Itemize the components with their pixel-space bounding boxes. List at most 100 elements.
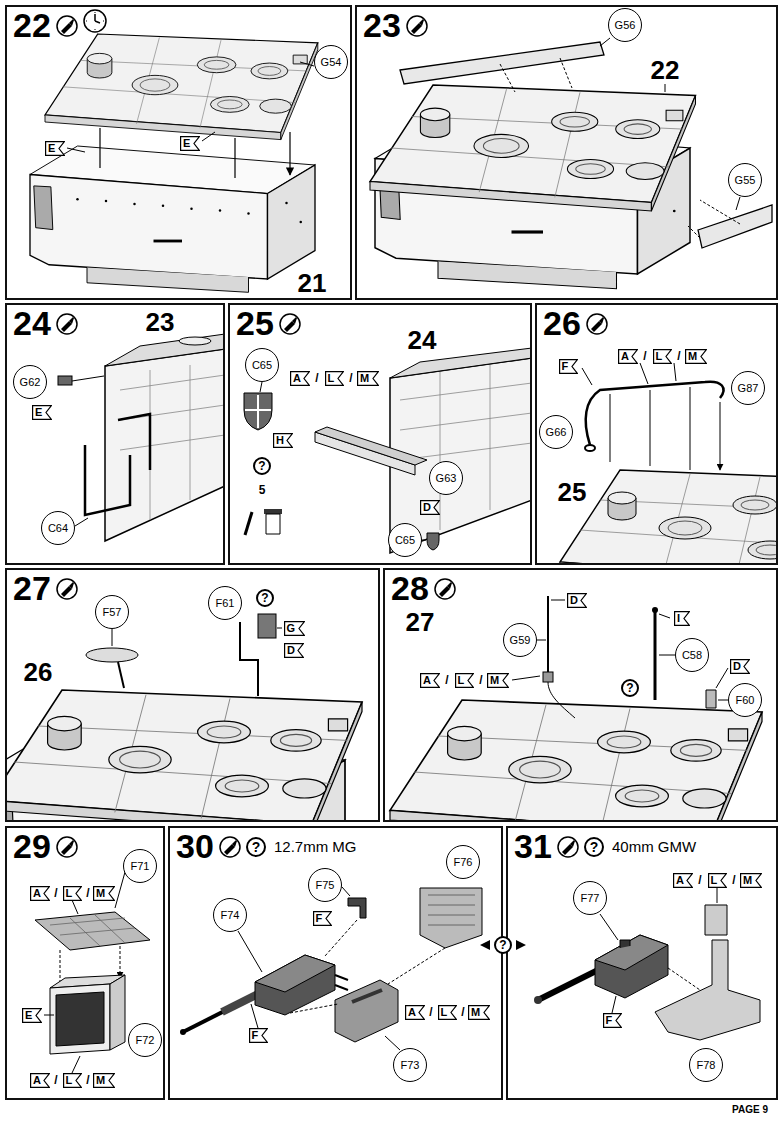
line-art (585, 445, 595, 451)
line-art (180, 1029, 186, 1035)
step-panel: 25C65ALMHG63DC65 (228, 303, 532, 565)
color-flag: M (93, 1073, 115, 1088)
line-art (105, 349, 223, 541)
step-ref-number: 26 (24, 659, 53, 685)
separator: / (315, 372, 318, 384)
color-code: D (284, 643, 304, 658)
color-flag: H (273, 433, 293, 448)
part-number: F57 (103, 607, 122, 618)
panel-24-art (58, 334, 223, 541)
line-art (255, 955, 335, 992)
option-mark: ? (253, 457, 271, 475)
flag-outline (94, 886, 115, 900)
color-code: M (357, 371, 379, 386)
color-flag: E (180, 136, 200, 151)
color-flag: D (567, 593, 587, 608)
part-callout: C65 (245, 348, 279, 382)
color-flag: F (249, 1028, 268, 1043)
color-flag: E (32, 405, 52, 420)
part-number: G63 (436, 473, 457, 484)
step-panel: 31?40mm GMWF77ALMFF78 (506, 826, 778, 1100)
color-flag: M (357, 371, 379, 386)
line-art (95, 14, 100, 23)
color-flag: A (673, 873, 693, 888)
part-callout: C64 (41, 511, 75, 545)
color-flag: A (30, 886, 50, 901)
color-flag: G (284, 621, 305, 636)
color-code: M (93, 886, 115, 901)
line-art (264, 509, 282, 514)
flag-outline (559, 359, 577, 373)
option-mark: ? (256, 589, 274, 607)
line-art (50, 915, 135, 946)
color-code: L (653, 349, 672, 364)
step-panel: 23G56G55 (355, 5, 778, 300)
color-code: A (30, 1073, 50, 1088)
line-art (600, 38, 740, 210)
part-number: C65 (252, 360, 272, 371)
line-art (255, 955, 335, 1015)
color-flag: F (559, 359, 578, 374)
color-code: M (740, 873, 762, 888)
color-code: L (63, 886, 82, 901)
line-art (240, 622, 258, 696)
color-code: A (420, 673, 440, 688)
part-callout: G66 (539, 415, 573, 449)
line-art (435, 579, 455, 599)
line-art (652, 607, 658, 613)
panel-27-art (7, 614, 362, 820)
flag-outline (568, 593, 587, 607)
step-ref-number: 23 (146, 309, 175, 335)
flag-outline (438, 1005, 456, 1019)
part-number: F78 (697, 1060, 716, 1071)
flag-outline (603, 1013, 621, 1027)
part-number: F60 (736, 695, 755, 706)
color-flag: A (420, 673, 440, 688)
step-number: 23 (363, 8, 401, 42)
color-flag: A (290, 371, 310, 386)
part-callout: C58 (675, 638, 709, 672)
flag-outline (653, 349, 671, 363)
color-code: F (313, 911, 332, 926)
part-number: G54 (321, 57, 342, 68)
line-art (35, 912, 150, 950)
color-flag: L (63, 1073, 82, 1088)
separator: / (429, 1006, 432, 1018)
color-flag: M (685, 349, 707, 364)
line-art (538, 968, 602, 1000)
color-code: L (708, 873, 727, 888)
color-flag: D (730, 659, 750, 674)
option-mark: ? (246, 837, 266, 857)
step-ref-number: 27 (406, 609, 435, 635)
paint-count: 5 (259, 484, 266, 496)
panel-25-art (244, 348, 530, 553)
line-art (698, 205, 772, 248)
color-flag: A (405, 1005, 425, 1020)
line-art (595, 935, 668, 970)
color-code: E (45, 141, 65, 156)
line-art (7, 690, 362, 820)
part-callout: F78 (689, 1048, 723, 1082)
color-code: M (685, 349, 707, 364)
part-number: F75 (316, 880, 335, 891)
step-panel: 30?12.7mm MGF75F76F74FFALMF73 (168, 826, 503, 1100)
part-callout: F75 (308, 868, 342, 902)
flag-outline (94, 1073, 115, 1087)
color-flag: L (708, 873, 727, 888)
step-number: 30 (176, 829, 214, 863)
color-code: A (673, 873, 693, 888)
line-art (220, 837, 240, 857)
color-code: A (405, 1005, 425, 1020)
line-art (58, 376, 72, 385)
part-callout: F74 (213, 898, 247, 932)
flag-outline (741, 873, 762, 887)
option-title: 40mm GMW (612, 839, 696, 854)
line-art (427, 533, 439, 550)
step-number: 29 (13, 829, 51, 863)
step-number: 25 (236, 306, 274, 340)
line-art (84, 10, 106, 32)
line-art (57, 314, 77, 334)
step-ref-number: 21 (298, 270, 327, 296)
line-art (67, 62, 314, 152)
flag-outline (23, 1008, 42, 1022)
